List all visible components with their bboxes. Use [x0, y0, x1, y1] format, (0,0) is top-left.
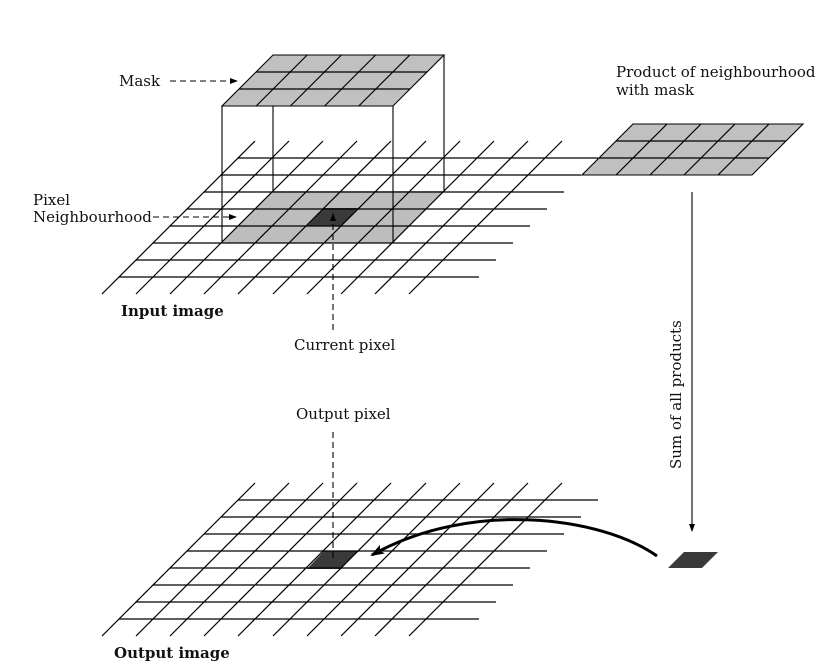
product-grid-column-line — [717, 123, 770, 176]
neighbourhood-label: Neighbourhood — [33, 208, 152, 226]
product-grid-column-line — [683, 123, 736, 176]
grid-column-line — [272, 482, 427, 637]
mask-grid — [220, 54, 446, 107]
grid-column-line — [135, 482, 290, 637]
grid-column-line — [374, 140, 529, 295]
product-label-line1: Product of neighbourhood — [616, 63, 816, 81]
input-image-label: Input image — [121, 302, 224, 320]
current-pixel-label: Current pixel — [294, 336, 396, 354]
product-label-line2: with mask — [616, 81, 695, 99]
product-grid — [580, 123, 805, 176]
sum-of-all-products-label: Sum of all products — [667, 320, 685, 469]
grid-column-line — [101, 482, 256, 637]
grid-column-line — [169, 482, 324, 637]
grid-column-line — [272, 140, 427, 295]
mask-grid-column-line — [324, 54, 377, 107]
grid-column-line — [408, 140, 563, 295]
grid-column-line — [237, 482, 392, 637]
grid-column-line — [306, 482, 461, 637]
output-image-grid — [101, 482, 598, 637]
grid-column-line — [374, 482, 529, 637]
pixel-label: Pixel — [33, 191, 70, 209]
mask-label: Mask — [119, 72, 161, 90]
grid-column-line — [237, 140, 392, 295]
mask-grid-column-line — [289, 54, 342, 107]
sum-result-pixel — [668, 552, 718, 568]
product-grid-fill — [580, 123, 805, 176]
mask-grid-column-line — [255, 54, 308, 107]
product-grid-column-line — [649, 123, 702, 176]
product-grid-column-line — [615, 123, 668, 176]
grid-column-line — [169, 140, 324, 295]
grid-column-line — [408, 482, 563, 637]
result-to-output-arrow — [370, 518, 658, 558]
grid-column-line — [203, 482, 358, 637]
grid-column-line — [203, 140, 358, 295]
mask-grid-column-line — [358, 54, 411, 107]
grid-column-line — [340, 482, 495, 637]
grid-column-line — [340, 140, 495, 295]
output-image-label: Output image — [114, 644, 230, 662]
output-pixel-label: Output pixel — [296, 405, 391, 423]
grid-column-line — [135, 140, 290, 295]
